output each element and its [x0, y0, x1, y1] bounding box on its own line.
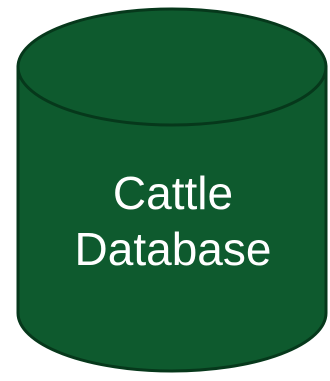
database-label-line-1: Cattle [112, 167, 234, 219]
database-label-line-2: Database [74, 223, 272, 275]
cylinder-top [16, 7, 328, 127]
cylinder-body [16, 65, 328, 373]
database-label: Cattle Database [18, 165, 328, 277]
